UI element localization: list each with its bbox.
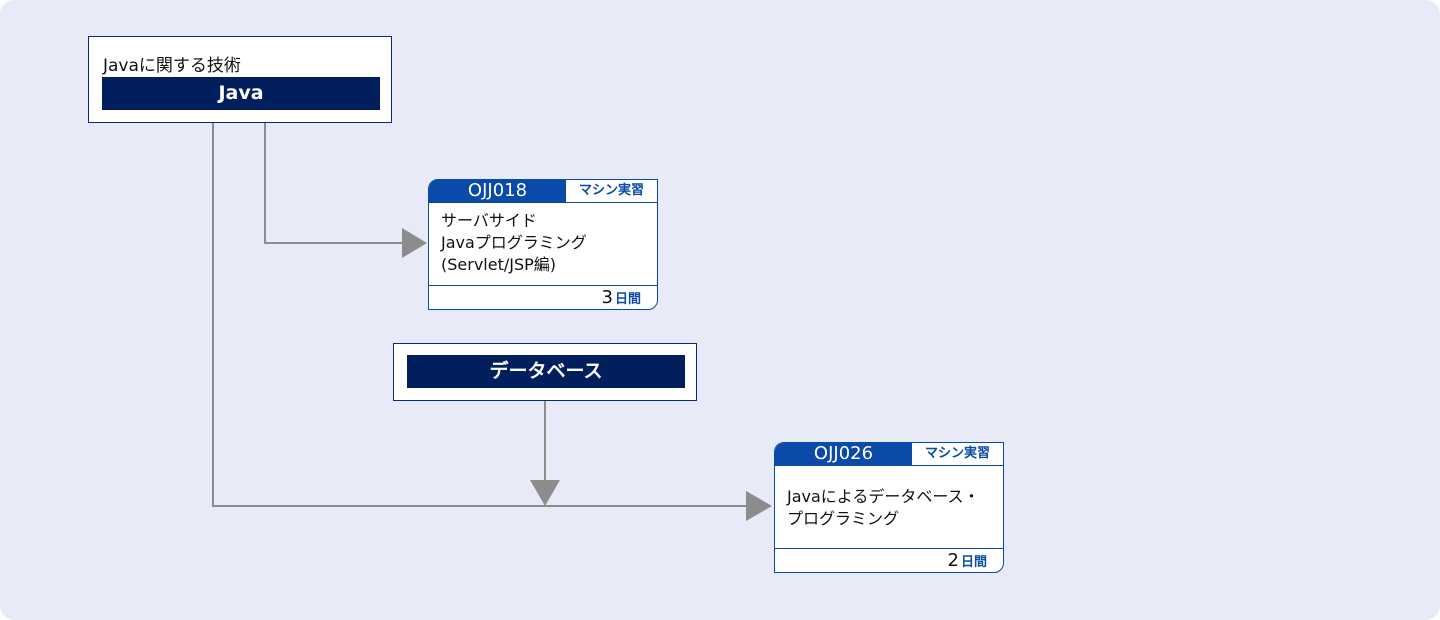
course-title-line: Javaプログラミング [441, 233, 587, 252]
course-title-line: プログラミング [787, 509, 900, 528]
course-header: OJJ018 マシン実習 [429, 180, 657, 203]
category-label[interactable]: データベース [407, 355, 685, 388]
arrowhead-database-merge [530, 480, 560, 506]
course-code: OJJ026 [775, 443, 912, 465]
course-title-line: (Servlet/JSP編) [441, 255, 557, 274]
course-header: OJJ026 マシン実習 [775, 443, 1003, 466]
course-tag-badge: マシン実習 [924, 446, 990, 461]
course-tag-badge: マシン実習 [578, 183, 644, 198]
course-title-line: Javaによるデータベース・ [787, 487, 980, 506]
category-database: データベース [393, 343, 697, 401]
duration-value: 2 [947, 550, 959, 571]
course-title: Javaによるデータベース・ プログラミング [787, 486, 995, 530]
connector-java-to-ojj026 [212, 122, 748, 507]
course-card-ojj018[interactable]: OJJ018 マシン実習 サーバサイド Javaプログラミング (Servlet… [428, 179, 658, 310]
duration-unit: 日間 [960, 555, 987, 570]
duration-unit: 日間 [614, 292, 641, 307]
category-java: Javaに関する技術 Java [88, 36, 392, 123]
arrowhead-ojj026 [746, 491, 772, 521]
duration-value: 3 [601, 287, 613, 308]
connector-java-to-ojj018 [264, 122, 405, 244]
course-title: サーバサイド Javaプログラミング (Servlet/JSP編) [441, 210, 649, 276]
course-code: OJJ018 [429, 180, 566, 202]
category-caption: Javaに関する技術 [103, 56, 241, 76]
course-title-line: サーバサイド [441, 211, 537, 230]
arrowhead-ojj018 [402, 228, 427, 258]
category-label[interactable]: Java [102, 77, 380, 110]
